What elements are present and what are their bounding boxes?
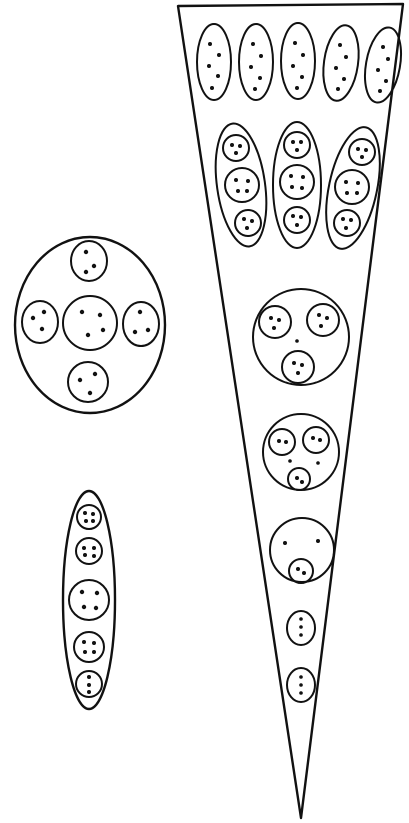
spindle-cell-5	[360, 25, 407, 106]
chain-cell-5	[76, 671, 102, 697]
cross-cell-bottom	[68, 362, 108, 402]
cross-cell-center	[63, 296, 117, 350]
funnel-row-1-spindles	[197, 23, 406, 105]
funnel-row-3-circle	[253, 289, 349, 385]
chain-cell-1	[77, 505, 101, 529]
funnel-row-6-cell	[287, 611, 315, 645]
cross-group	[15, 237, 165, 413]
cross-cell-left	[22, 301, 58, 343]
cross-group-enclosure	[15, 237, 165, 413]
funnel-sequence	[178, 4, 406, 818]
cross-cell-top	[71, 241, 107, 281]
funnel-row-4-circle	[263, 414, 339, 490]
spindle-cell-1	[197, 24, 231, 100]
chain-cell-3	[69, 580, 109, 620]
funnel-row-5-circle	[270, 518, 334, 583]
three-cell-chain-2	[273, 122, 321, 248]
chain-cell-2	[76, 538, 102, 564]
three-cell-chain-3	[317, 122, 390, 253]
spindle-cell-2	[239, 24, 273, 100]
chain-cell-4	[74, 632, 104, 662]
funnel-row-2-chains	[209, 120, 390, 253]
funnel-row-7-cell	[287, 668, 315, 702]
linear-chain	[63, 491, 115, 709]
three-cell-chain-1	[209, 120, 274, 249]
spindle-cell-3	[281, 23, 315, 99]
spindle-cell-4	[319, 23, 363, 103]
cross-cell-right	[123, 302, 159, 346]
